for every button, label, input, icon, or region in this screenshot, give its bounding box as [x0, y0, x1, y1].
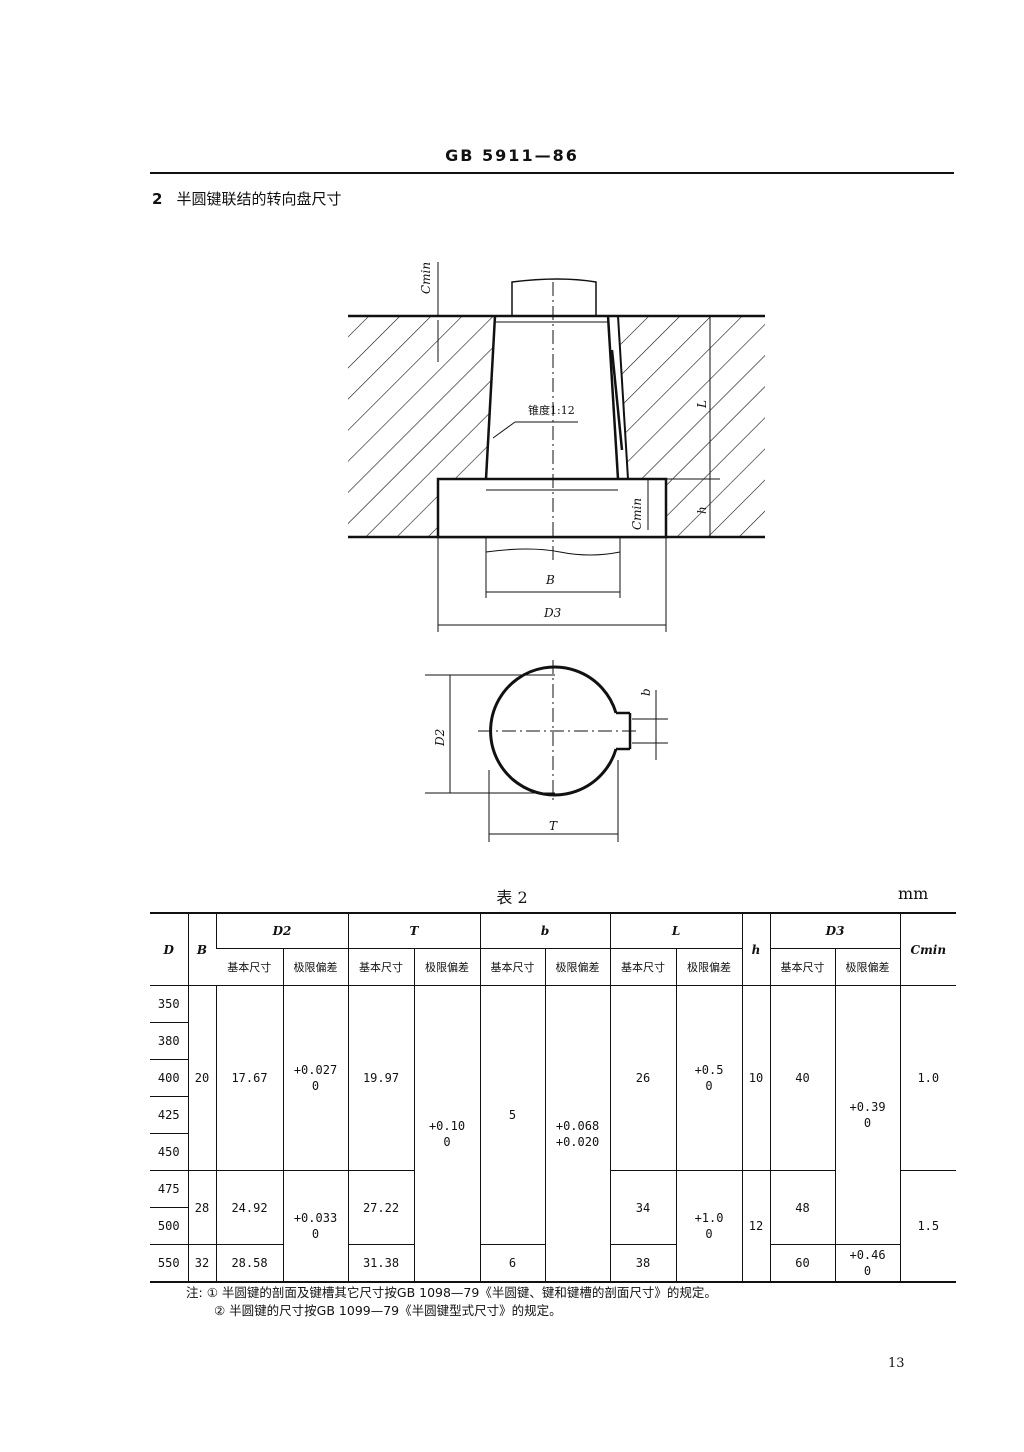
- page-number: 13: [888, 1356, 905, 1371]
- header-tolerance: 极限偏差: [675, 948, 743, 986]
- header-tolerance: 极限偏差: [834, 948, 901, 986]
- cell-D3-basic: 48: [769, 1170, 836, 1245]
- header-L: L: [609, 913, 743, 949]
- cell-D3-basic: 40: [769, 985, 836, 1171]
- dimensions-table: D B D2 T b L h D3 Cmin 基本尺寸 极限偏差 基本尺寸 极限…: [150, 912, 957, 1283]
- label-L: L: [695, 400, 709, 409]
- end-view: [425, 660, 668, 842]
- cell-b-basic: 5: [479, 985, 546, 1245]
- cell-D: 450: [150, 1133, 188, 1171]
- cell-D: 425: [150, 1096, 188, 1134]
- section-view: [348, 262, 765, 632]
- cell-D3-basic: 60: [769, 1244, 836, 1282]
- cell-L-basic: 34: [609, 1170, 677, 1245]
- notes-prefix: 注:: [186, 1285, 203, 1300]
- label-h: h: [695, 506, 709, 514]
- section-title: 半圆键联结的转向盘尺寸: [176, 190, 342, 208]
- cell-D2-basic: 24.92: [215, 1170, 283, 1245]
- header-basic: 基本尺寸: [769, 948, 836, 986]
- table-row: 425: [150, 1096, 956, 1134]
- cell-Cmin: 1.5: [899, 1170, 957, 1282]
- label-T: T: [549, 819, 558, 833]
- cell-T-basic: 31.38: [347, 1244, 415, 1282]
- header-D: D: [163, 942, 174, 957]
- table-notes: 注: ① 半圆键的剖面及键槽其它尺寸按GB 1098—79《半圆键、键和键槽的剖…: [186, 1284, 717, 1320]
- cell-h: 12: [741, 1170, 771, 1282]
- label-taper: 锥度1:12: [528, 403, 575, 417]
- cell-b-basic: 6: [479, 1244, 546, 1282]
- cell-D: 500: [150, 1207, 188, 1245]
- cell-T-basic: 19.97: [347, 985, 415, 1171]
- section-number: 2: [152, 190, 163, 208]
- cell-D2-basic: 28.58: [215, 1244, 283, 1282]
- cell-B: 28: [187, 1170, 216, 1245]
- label-cmin-top: Cmin: [419, 262, 433, 294]
- technical-drawing: Cmin 锥度1:12 L Cmin h B D3 D2 b T: [348, 262, 765, 842]
- note-item: 注: ① 半圆键的剖面及键槽其它尺寸按GB 1098—79《半圆键、键和键槽的剖…: [186, 1285, 717, 1300]
- cell-D: 380: [150, 1022, 188, 1060]
- header-tolerance: 极限偏差: [282, 948, 349, 986]
- label-D3: D3: [543, 606, 562, 620]
- table-row: 400: [150, 1059, 956, 1097]
- header-basic: 基本尺寸: [347, 948, 415, 986]
- table-caption: 表 2: [496, 888, 528, 907]
- header-b: b: [479, 913, 611, 949]
- cell-b-tol: +0.068+0.020: [544, 985, 611, 1282]
- header-basic: 基本尺寸: [609, 948, 677, 986]
- note-item: ② 半圆键的尺寸按GB 1099—79《半圆键型式尺寸》的规定。: [214, 1303, 562, 1318]
- cell-D: 350: [157, 997, 180, 1011]
- header-D2: D2: [215, 913, 349, 949]
- table-row: 380: [150, 1022, 956, 1060]
- cell-L-basic: 26: [609, 985, 677, 1171]
- label-b: b: [639, 688, 653, 696]
- cell-D: 550: [150, 1244, 188, 1282]
- label-cmin-bottom: Cmin: [630, 498, 644, 530]
- header-tolerance: 极限偏差: [544, 948, 611, 986]
- table-row: 450: [150, 1133, 956, 1171]
- cell-L-basic: 38: [609, 1244, 677, 1282]
- label-B: B: [545, 573, 555, 587]
- table-row: 500: [150, 1207, 956, 1245]
- cell-Cmin: 1.0: [899, 985, 957, 1171]
- cell-D: 400: [150, 1059, 188, 1097]
- header-basic: 基本尺寸: [216, 948, 283, 986]
- section-heading: 2 半圆键联结的转向盘尺寸: [152, 188, 341, 209]
- header-rule: [150, 172, 954, 174]
- cell-h: 10: [741, 985, 771, 1171]
- header-Cmin: Cmin: [899, 913, 957, 986]
- header-D3: D3: [769, 913, 901, 949]
- header-B: B: [187, 913, 216, 986]
- cell-B: 20: [187, 985, 216, 1171]
- header-h: h: [741, 913, 771, 986]
- header-basic: 基本尺寸: [479, 948, 546, 986]
- cell-D: 475: [150, 1170, 188, 1208]
- header-T: T: [347, 913, 481, 949]
- header-tolerance: 极限偏差: [413, 948, 481, 986]
- cell-T-basic: 27.22: [347, 1170, 415, 1245]
- document-header: GB 5911—86: [445, 146, 579, 165]
- cell-D2-basic: 17.67: [215, 985, 283, 1171]
- label-D2: D2: [433, 729, 447, 747]
- cell-B: 32: [187, 1244, 216, 1282]
- table-unit: mm: [898, 884, 929, 903]
